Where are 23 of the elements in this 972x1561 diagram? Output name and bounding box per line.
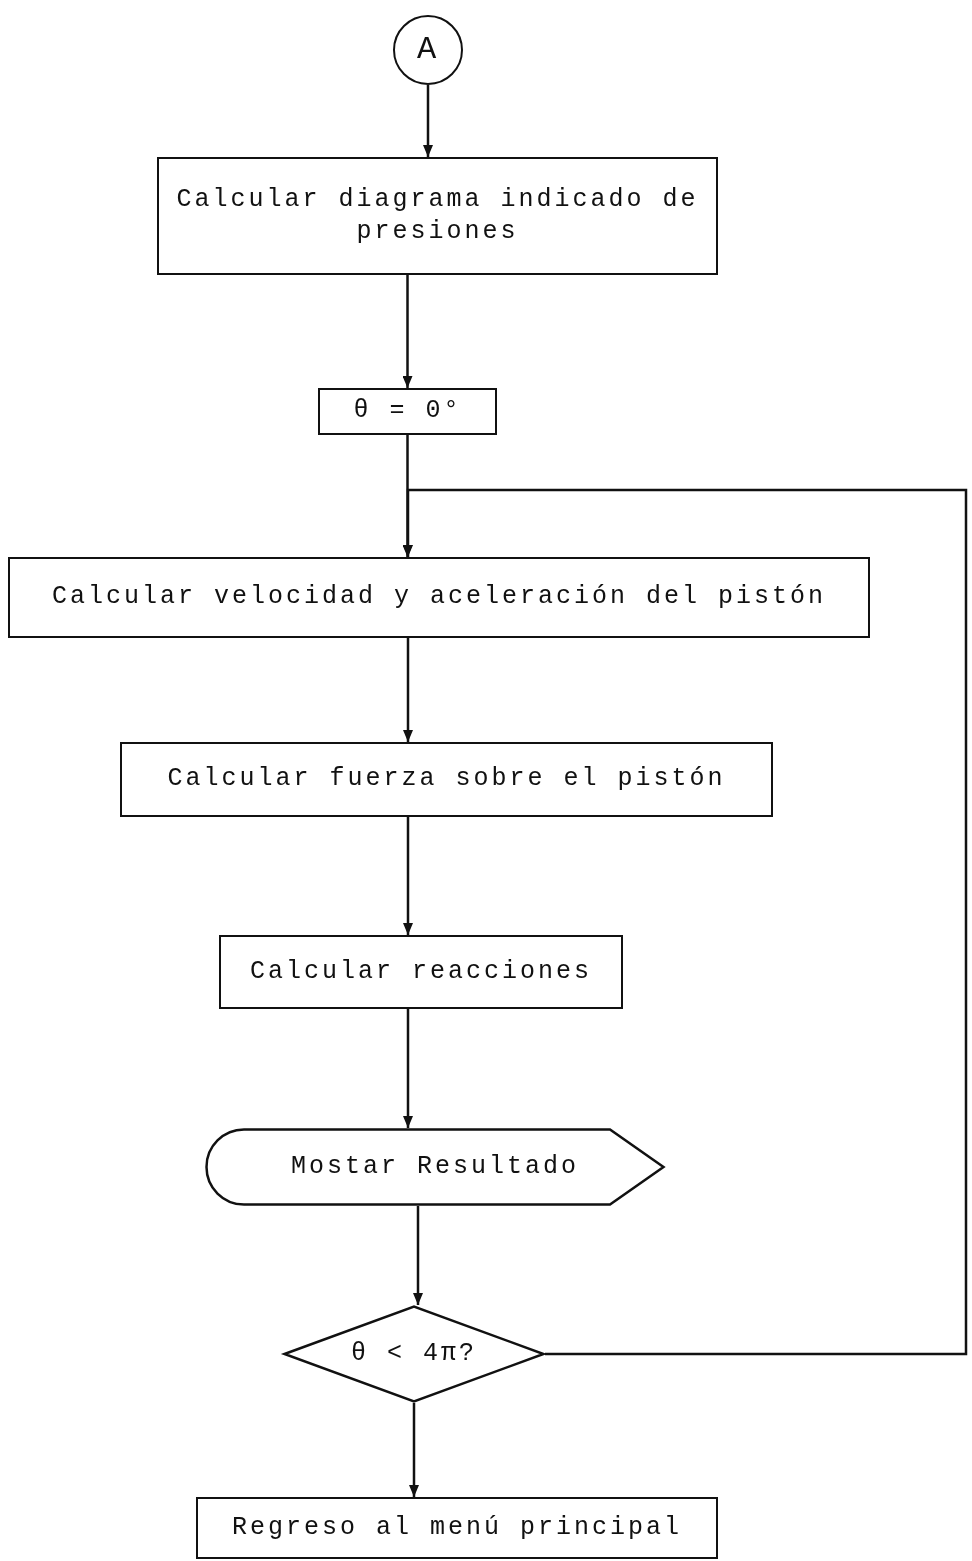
process-box [196,1497,718,1559]
node-label: Calcular fuerza sobre el pistón [166,763,727,796]
arrow [403,638,413,742]
process-box [318,388,497,435]
arrow [403,1009,413,1128]
process-box [8,557,870,638]
node-label: Mostar Resultado [289,1150,580,1183]
node-label: θ < 4π? [350,1337,478,1370]
node-label: Calcular reacciones [248,955,593,988]
arrow [409,1403,419,1497]
arrow [413,1206,423,1305]
node-label: Calcular diagrama indicado de presiones [175,183,700,248]
node-label: Regreso al menú principal [230,1511,684,1544]
node-label: Calcular velocidad y aceleración del pistón [50,581,828,614]
arrow [423,85,433,157]
node-label: θ = 0° [352,395,463,428]
node-label: A [415,30,441,71]
process-box [219,935,623,1009]
arrow [403,488,968,1356]
process-box [157,157,718,275]
arrow [403,817,413,935]
arrow [402,275,413,388]
process-box [120,742,773,817]
